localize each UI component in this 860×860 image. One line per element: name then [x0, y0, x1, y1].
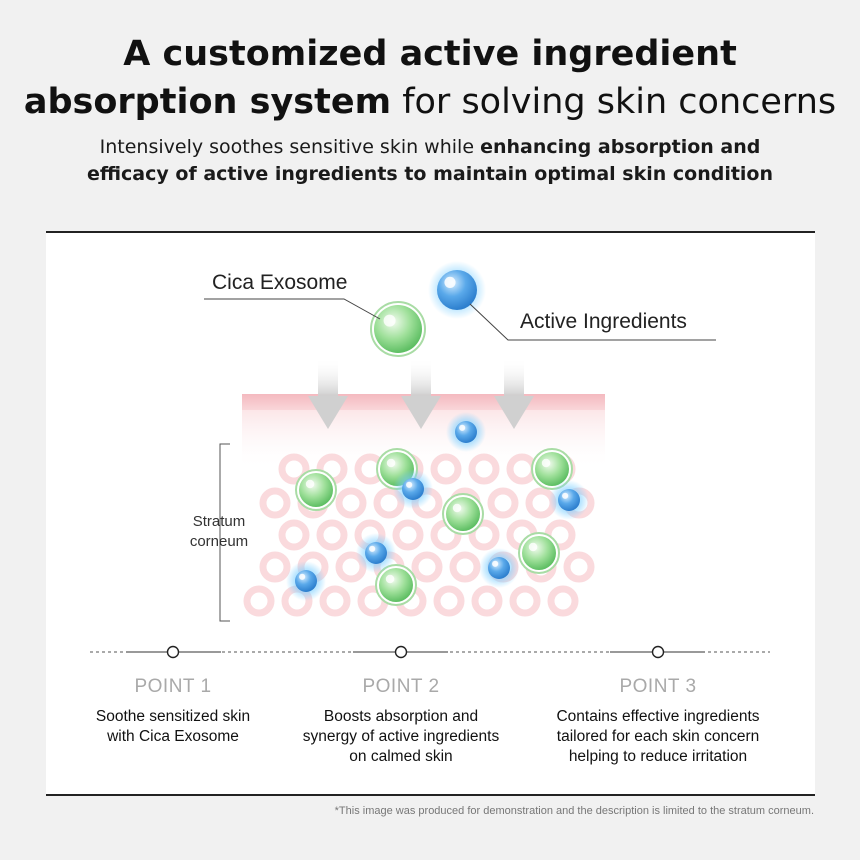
cell-ring — [278, 453, 310, 485]
point-3-line-2: tailored for each skin concern — [556, 728, 760, 745]
point-1-title: POINT 1 — [134, 676, 212, 697]
cica-callout-line — [204, 298, 381, 320]
cell-ring — [335, 487, 367, 519]
down-arrow-icon — [494, 358, 534, 429]
cica-exosome-particle — [442, 493, 484, 535]
point-3-title: POINT 3 — [619, 676, 697, 697]
diagram-panel: Cica Exosome Active Ingredients Stratum … — [46, 231, 815, 796]
point-2-line-1: Boosts absorption and — [323, 708, 479, 725]
active-ingredient-particle — [286, 561, 326, 601]
title-line-2-light: for solving skin concerns — [402, 82, 837, 122]
point-3-marker — [651, 645, 665, 659]
cell-ring — [471, 585, 503, 617]
cell-ring — [468, 453, 500, 485]
cell-ring — [487, 487, 519, 519]
cell-ring — [468, 519, 500, 551]
active-ingredient-particle — [446, 412, 486, 452]
absorption-arrows — [308, 358, 534, 429]
down-arrow-icon — [401, 358, 441, 429]
point-2-marker — [394, 645, 408, 659]
cell-ring — [411, 551, 443, 583]
subtitle-line-2-bold: efficacy of active ingredients to mainta… — [86, 163, 774, 185]
subtitle-line-1-light: Intensively soothes sensitive skin while — [99, 136, 475, 158]
point-3: POINT 3 Contains effective ingredients t… — [538, 676, 778, 767]
subtitle: Intensively soothes sensitive skin while… — [0, 134, 860, 188]
cell-ring — [259, 551, 291, 583]
cell-ring — [547, 585, 579, 617]
active-ingredient-particle — [549, 480, 589, 520]
point-2-title: POINT 2 — [362, 676, 440, 697]
active-ingredient-particle — [428, 261, 486, 319]
point-3-line-3: helping to reduce irritation — [568, 748, 748, 765]
point-3-line-1: Contains effective ingredients — [556, 708, 760, 725]
cell-ring — [449, 551, 481, 583]
cica-exosome-particle — [370, 301, 426, 357]
cell-ring — [316, 519, 348, 551]
cell-ring — [563, 551, 595, 583]
cell-ring — [319, 585, 351, 617]
point-2-line-3: on calmed skin — [349, 748, 453, 765]
point-2: POINT 2 Boosts absorption and synergy of… — [281, 676, 521, 767]
active-ingredient-particle — [479, 548, 519, 588]
down-arrow-icon — [308, 358, 348, 429]
headline: A customized active ingredient absorptio… — [0, 30, 860, 126]
cell-ring — [243, 585, 275, 617]
cell-ring — [509, 585, 541, 617]
title-line-1: A customized active ingredient — [123, 34, 737, 74]
point-1-line-1: Soothe sensitized skin — [95, 708, 251, 725]
cell-ring — [392, 519, 424, 551]
timeline-markers — [126, 645, 705, 659]
cell-ring — [259, 487, 291, 519]
particles — [286, 261, 589, 606]
point-1-line-2: with Cica Exosome — [107, 728, 239, 745]
cica-exosome-particle — [518, 532, 560, 574]
active-ingredient-particle — [356, 533, 396, 573]
active-ingredient-particle — [393, 469, 433, 509]
cica-exosome-particle — [295, 469, 337, 511]
stratum-label-line-2: corneum — [189, 533, 249, 550]
active-callout-line — [469, 303, 716, 341]
point-1-marker — [166, 645, 180, 659]
active-ingredients-label: Active Ingredients — [520, 310, 687, 333]
stratum-corneum-label: Stratum corneum — [166, 512, 272, 552]
cell-ring — [433, 585, 465, 617]
title-line-2-bold: absorption system — [23, 82, 392, 122]
cica-exosome-particle — [375, 564, 417, 606]
cica-exosome-particle — [531, 448, 573, 490]
stratum-label-line-1: Stratum — [192, 513, 246, 530]
cica-exosome-label: Cica Exosome — [212, 271, 348, 294]
absorption-diagram — [90, 261, 770, 659]
point-2-line-2: synergy of active ingredients — [302, 728, 500, 745]
footnote: *This image was produced for demonstrati… — [334, 805, 814, 817]
cell-ring — [430, 453, 462, 485]
subtitle-line-1-bold: enhancing absorption and — [480, 136, 761, 158]
cell-ring — [278, 519, 310, 551]
stratum-bracket — [219, 443, 230, 622]
point-1: POINT 1 Soothe sensitized skin with Cica… — [53, 676, 293, 747]
